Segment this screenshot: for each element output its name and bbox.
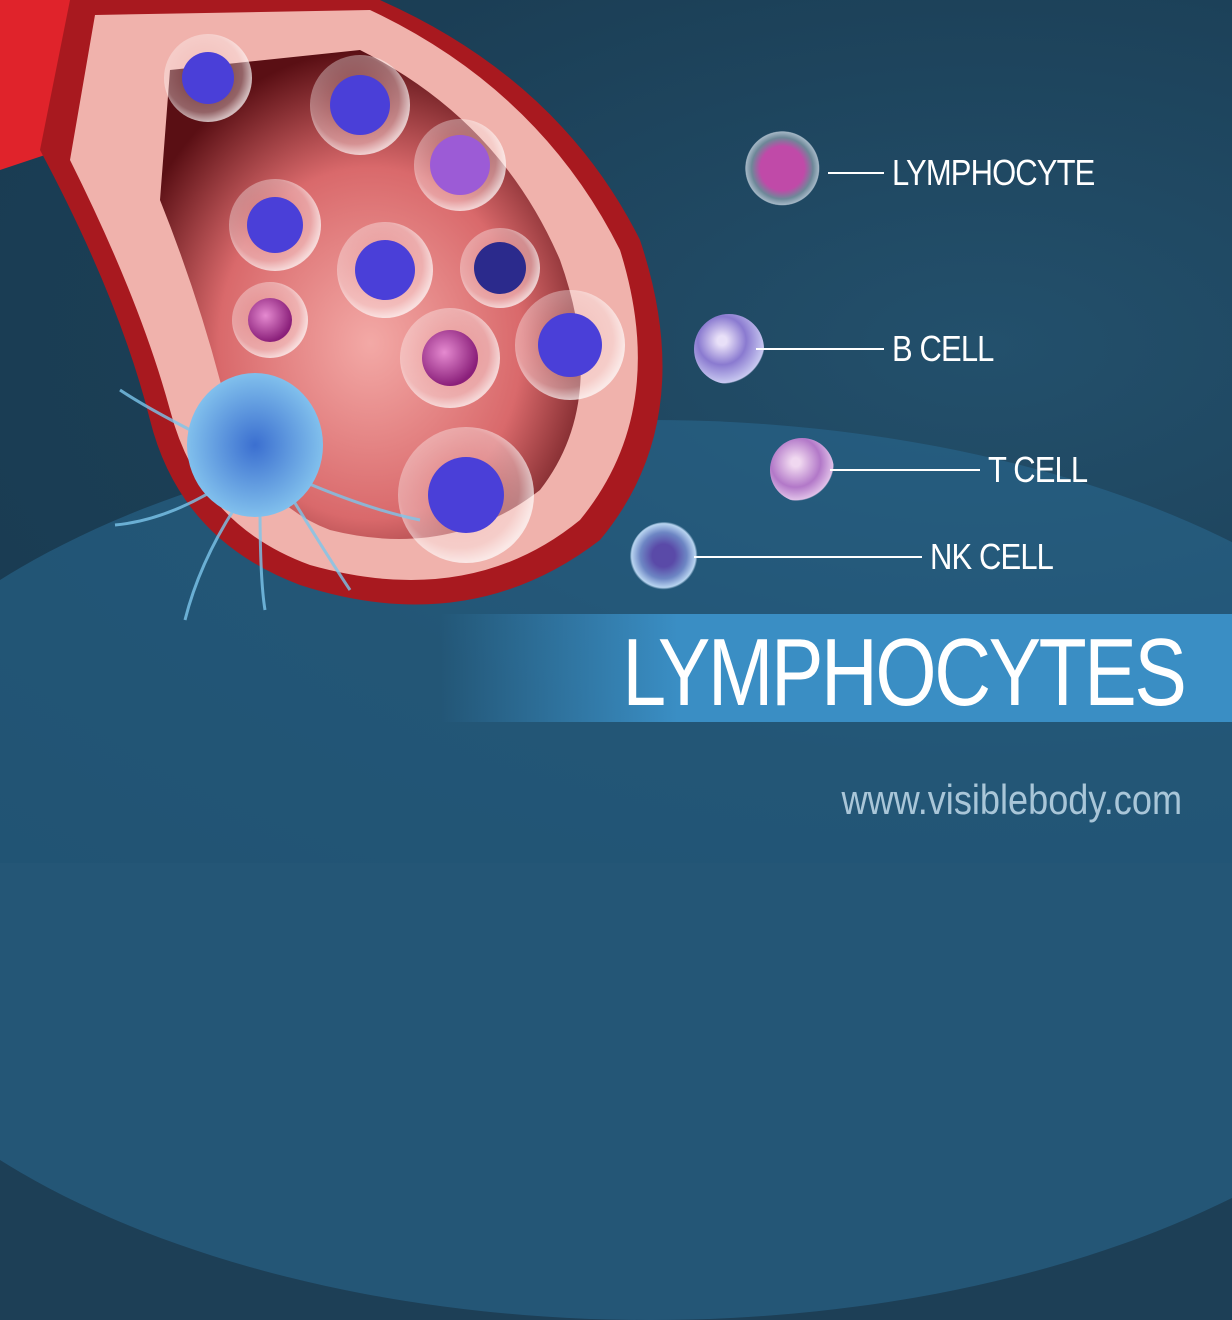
leader-line — [694, 556, 922, 558]
label-b-cell: B CELL — [694, 314, 1010, 384]
lymphocyte-cell-icon — [740, 126, 834, 220]
macrophage — [114, 373, 421, 621]
label-lymphocyte: LYMPHOCYTE — [740, 126, 1127, 220]
white-blood-cells — [164, 34, 625, 563]
blood-vessel-illustration — [0, 0, 663, 621]
leader-line — [828, 172, 884, 174]
t-cell-icon — [770, 438, 834, 502]
label-text: B CELL — [892, 328, 994, 369]
website-url: www.visiblebody.com — [841, 776, 1182, 823]
label-text: LYMPHOCYTE — [892, 152, 1095, 193]
leader-line — [830, 469, 980, 471]
label-t-cell: T CELL — [770, 438, 1103, 502]
leader-line — [756, 348, 884, 350]
title-banner: LYMPHOCYTES — [440, 614, 1232, 726]
nk-cell-icon — [630, 522, 700, 592]
label-text: NK CELL — [930, 536, 1054, 577]
label-nk-cell: NK CELL — [630, 522, 1073, 592]
page-title: LYMPHOCYTES — [622, 619, 1186, 726]
label-text: T CELL — [988, 449, 1088, 490]
b-cell-icon — [694, 314, 764, 384]
